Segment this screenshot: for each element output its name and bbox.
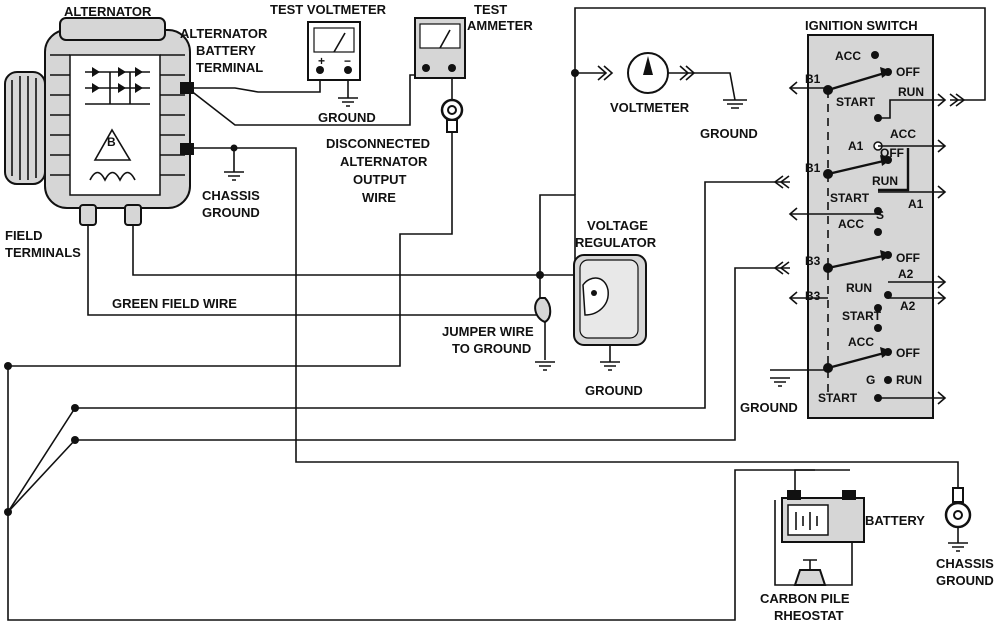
label-alt-battery-terminal-2: BATTERY (196, 43, 256, 58)
ign-run-2: RUN (872, 174, 898, 188)
ign-a1-b: A1 (908, 197, 924, 211)
label-test-ammeter-2: AMMETER (467, 18, 533, 33)
wire-voltmeter-ground (688, 72, 736, 101)
ignition-switch-body (807, 34, 934, 419)
label-carbon-pile-2: RHEOSTAT (774, 608, 844, 623)
label-disconnected-4: WIRE (362, 190, 396, 205)
label-voltage-regulator-1: VOLTAGE (587, 218, 648, 233)
wire-to-switch-b1 (7, 181, 790, 513)
label-regulator-ground: GROUND (585, 383, 643, 398)
chassis-ground-connector (944, 487, 972, 543)
test-voltmeter: + − (307, 21, 361, 81)
field-coil (89, 171, 136, 182)
ign-s: S (876, 208, 884, 222)
wire-alt-to-voltmeter (190, 78, 321, 93)
label-jumper-wire-1: JUMPER WIRE (442, 324, 534, 339)
ign-b1-b: B1 (805, 161, 821, 175)
ign-start-3: START (842, 309, 882, 323)
carbon-pile-rheostat (793, 559, 827, 586)
stator-delta (93, 128, 132, 161)
ign-a2-b: A2 (900, 299, 916, 313)
jumper-wire-clip (534, 297, 552, 324)
ign-a1-a: A1 (848, 139, 864, 153)
ign-acc-3: ACC (838, 217, 864, 231)
label-battery-chassis-ground-2: GROUND (936, 573, 994, 588)
field-terminal-2 (124, 204, 142, 226)
label-ignition-switch: IGNITION SWITCH (805, 18, 918, 33)
label-voltmeter-ground: GROUND (318, 110, 376, 125)
label-disconnected-2: ALTERNATOR (340, 154, 428, 169)
label-test-voltmeter: TEST VOLTMETER (270, 2, 387, 17)
ign-acc-2: ACC (890, 127, 916, 141)
disconnected-connector (440, 98, 464, 133)
wire-battery-rheostat-left (774, 500, 800, 586)
ground-symbols (224, 97, 968, 552)
wire-green-field (87, 225, 538, 316)
pulley (4, 71, 46, 185)
ign-start-4: START (818, 391, 858, 405)
label-alt-battery-terminal-3: TERMINAL (196, 60, 263, 75)
label-chassis-ground-2: GROUND (202, 205, 260, 220)
voltmeter-gauge (597, 52, 696, 94)
label-jumper-wire-2: TO GROUND (452, 341, 531, 356)
label-battery-chassis-ground-1: CHASSIS (936, 556, 994, 571)
ignition-switch (770, 34, 966, 419)
wire-junctions (4, 69, 579, 516)
field-terminal-1 (79, 204, 97, 226)
label-alternator: ALTERNATOR (64, 4, 152, 19)
label-field-terminals-2: TERMINALS (5, 245, 81, 260)
label-voltage-regulator-2: REGULATOR (575, 235, 657, 250)
labels: ALTERNATOR TEST VOLTMETER TEST AMMETER A… (5, 2, 994, 623)
ign-ground: GROUND (740, 400, 798, 415)
wiring (7, 7, 986, 621)
ign-off-2: OFF (880, 146, 904, 160)
ign-start-1: START (836, 95, 876, 109)
test-ammeter (414, 17, 466, 79)
ign-b3-b: B3 (805, 289, 821, 303)
wire-regulator-node (539, 194, 576, 300)
label-carbon-pile-1: CARBON PILE (760, 591, 850, 606)
voltage-regulator (573, 254, 647, 346)
ign-b3-a: B3 (805, 254, 821, 268)
label-test-ammeter-1: TEST (474, 2, 507, 17)
ign-acc-top: ACC (835, 49, 861, 63)
rectifier-diodes (85, 67, 150, 105)
ign-run-1: RUN (898, 85, 924, 99)
wire-to-battery (7, 469, 815, 621)
wire-battery-top (794, 469, 850, 500)
label-green-field-wire: GREEN FIELD WIRE (112, 296, 237, 311)
label-alt-battery-terminal-1: ALTERNATOR (180, 26, 268, 41)
ign-off-4: OFF (896, 346, 920, 360)
label-voltmeter: VOLTMETER (610, 100, 690, 115)
wire-alt-to-chassis-ground (190, 147, 959, 490)
alternator-b-label: B (107, 135, 116, 149)
wire-disconnected-output (7, 130, 453, 512)
ign-g: G (866, 373, 875, 387)
label-battery: BATTERY (865, 513, 925, 528)
label-disconnected-1: DISCONNECTED (326, 136, 430, 151)
ign-a2-a: A2 (898, 267, 914, 281)
ign-run-4: RUN (896, 373, 922, 387)
wire-alt-to-ammeter (189, 74, 425, 126)
battery (781, 490, 865, 543)
ignition-switch-labels: ACC B1 OFF START RUN A1 ACC OFF B1 RUN S… (740, 49, 924, 415)
label-chassis-ground-1: CHASSIS (202, 188, 260, 203)
voltmeter-plus: + (318, 54, 325, 68)
voltmeter-minus: − (344, 54, 351, 68)
wire-to-switch-b3 (7, 267, 790, 513)
label-field-terminals-1: FIELD (5, 228, 43, 243)
ign-off-1: OFF (896, 65, 920, 79)
ign-off-3: OFF (896, 251, 920, 265)
ign-b1-a: B1 (805, 72, 821, 86)
ign-start-2: START (830, 191, 870, 205)
wire-field-to-regulator (132, 225, 540, 276)
ign-run-3: RUN (846, 281, 872, 295)
label-disconnected-3: OUTPUT (353, 172, 407, 187)
label-voltmeter-ground: GROUND (700, 126, 758, 141)
ign-acc-4: ACC (848, 335, 874, 349)
alternator: B (4, 17, 194, 226)
